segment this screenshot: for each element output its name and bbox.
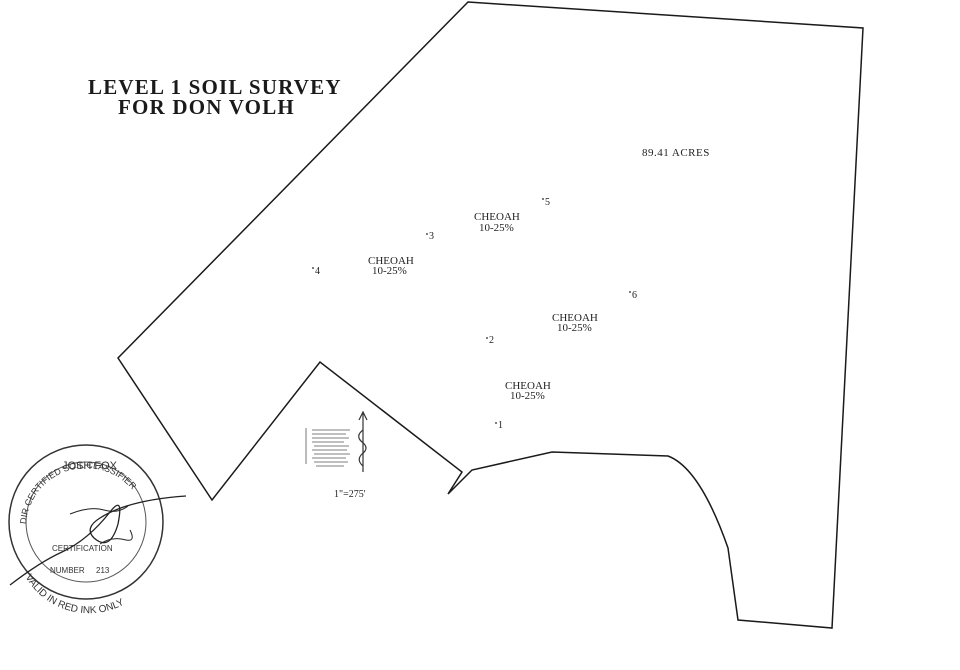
signature-icon [9, 495, 187, 586]
signature-flourish-icon [69, 505, 133, 545]
north-arrow-and-scale: 1"=275' [305, 410, 368, 500]
seal-number-label: NUMBER [50, 566, 85, 575]
seal-arc-text-container: DIR CERTIFIED SOIL CLASSIFIER [18, 460, 139, 525]
parcel-boundary [117, 1, 864, 629]
soil-unit-3: CHEOAH 10-25% [552, 312, 598, 334]
sample-point-4: 4 [312, 266, 320, 277]
soil-unit-slope: 10-25% [510, 390, 545, 402]
soil-unit-2: CHEOAH 10-25% [368, 255, 414, 277]
seal-arc-text: DIR CERTIFIED SOIL CLASSIFIER [18, 460, 139, 525]
sample-point-label: 6 [632, 290, 637, 301]
title-line-1: LEVEL 1 SOIL SURVEY [88, 75, 342, 99]
soil-unit-name: CHEOAH [368, 255, 414, 267]
acreage-label: 89.41 ACRES [642, 147, 710, 159]
soil-unit-4: CHEOAH 10-25% [505, 380, 551, 402]
north-arrow-icon [358, 410, 368, 472]
sample-point-label: 2 [489, 335, 494, 346]
soil-unit-slope: 10-25% [557, 322, 592, 334]
scale-label: 1"=275' [334, 489, 366, 500]
sample-point-5: 5 [542, 197, 550, 208]
soil-unit-name: CHEOAH [552, 312, 598, 324]
soil-unit-1: CHEOAH 10-25% [474, 211, 520, 234]
scale-legend-block-icon [305, 428, 350, 467]
sample-point-6: 6 [629, 290, 637, 301]
soil-unit-slope: 10-25% [372, 265, 407, 277]
seal-name: JOSH FOX [62, 460, 118, 472]
sample-point-label: 3 [429, 231, 434, 242]
seal-number-value: 213 [96, 566, 110, 575]
sample-point-label: 5 [545, 197, 550, 208]
seal-certification-label: CERTIFICATION [52, 544, 113, 553]
sample-point-2: 2 [486, 335, 494, 346]
soil-unit-name: CHEOAH [505, 380, 551, 392]
sample-point-label: 1 [498, 420, 503, 431]
sample-point-1: 1 [495, 420, 503, 431]
sample-point-label: 4 [315, 266, 320, 277]
certification-seal: JOSH FOX DIR CERTIFIED SOIL CLASSIFIER C… [8, 444, 187, 616]
soil-unit-slope: 10-25% [479, 222, 514, 234]
soil-unit-name: CHEOAH [474, 211, 520, 223]
title-line-2: FOR DON VOLH [118, 95, 295, 119]
sample-point-3: 3 [426, 231, 434, 242]
